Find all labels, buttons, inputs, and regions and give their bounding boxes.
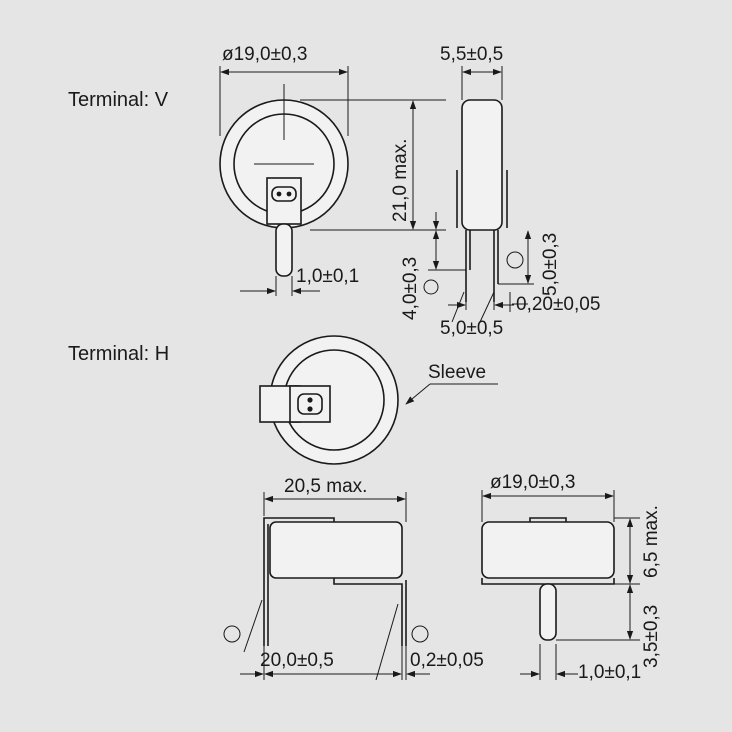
dimension-label: 1,0±0,1 [578, 662, 641, 683]
dimension-h-width: 20,5 max. [263, 476, 407, 522]
dimension-label: 3,5±0,3 [641, 605, 662, 668]
terminal-v-front-view [219, 84, 349, 277]
dimension-h-diameter: ø19,0±0,3 [481, 472, 615, 522]
dimension-v-pin-pitch: 5,0±0,5 [440, 291, 514, 339]
dimension-label: 4,0±0,3 [400, 257, 421, 320]
dimension-label: 6,5 max. [641, 505, 662, 578]
dimension-v-tab-thickness: 0,20±0,05 [509, 292, 600, 315]
dimension-label: 20,0±0,5 [260, 650, 334, 671]
title-terminal-v: Terminal: V [68, 89, 169, 111]
dimension-v-pin-width: 1,0±0,1 [240, 266, 359, 296]
dimension-label: 20,5 max. [284, 476, 367, 497]
terminal-h-side-view [481, 517, 615, 641]
dimension-h-pin-length: 3,5±0,3 [626, 584, 662, 668]
dimension-label: 0,2±0,05 [410, 650, 484, 671]
dimension-label: 5,0±0,3 [540, 233, 561, 296]
dimension-label: 5,5±0,5 [440, 44, 503, 65]
dimension-h-pin-width: 1,0±0,1 [520, 644, 641, 683]
dimension-label: ø19,0±0,3 [222, 44, 307, 65]
dimension-label: 0,20±0,05 [516, 294, 600, 315]
dimension-v-diameter: ø19,0±0,3 [219, 44, 349, 136]
dimension-v-pin-offset: 5,0±0,3 [498, 230, 561, 296]
dimension-label: ø19,0±0,3 [490, 472, 575, 493]
dimension-v-pin-length: 4,0±0,3 [400, 212, 466, 320]
dimension-h-height: 6,5 max. [556, 505, 662, 641]
dimension-label: 21,0 max. [390, 139, 411, 222]
dimension-h-tab-thickness: 0,2±0,05 [380, 625, 484, 680]
dimension-label: 5,0±0,5 [440, 318, 503, 339]
dimension-v-height: 21,0 max. [300, 99, 446, 231]
dimension-label: 1,0±0,1 [296, 266, 359, 287]
title-terminal-h: Terminal: H [68, 343, 169, 365]
terminal-h-front-view [263, 517, 407, 646]
dimension-v-thickness: 5,5±0,5 [440, 44, 503, 100]
terminal-h-top-view [259, 335, 399, 465]
dimension-h-pitch: 20,0±0,5 [223, 599, 403, 681]
terminal-v-side-view [456, 99, 508, 302]
sleeve-callout: Sleeve [405, 362, 498, 405]
sleeve-label: Sleeve [428, 362, 486, 383]
